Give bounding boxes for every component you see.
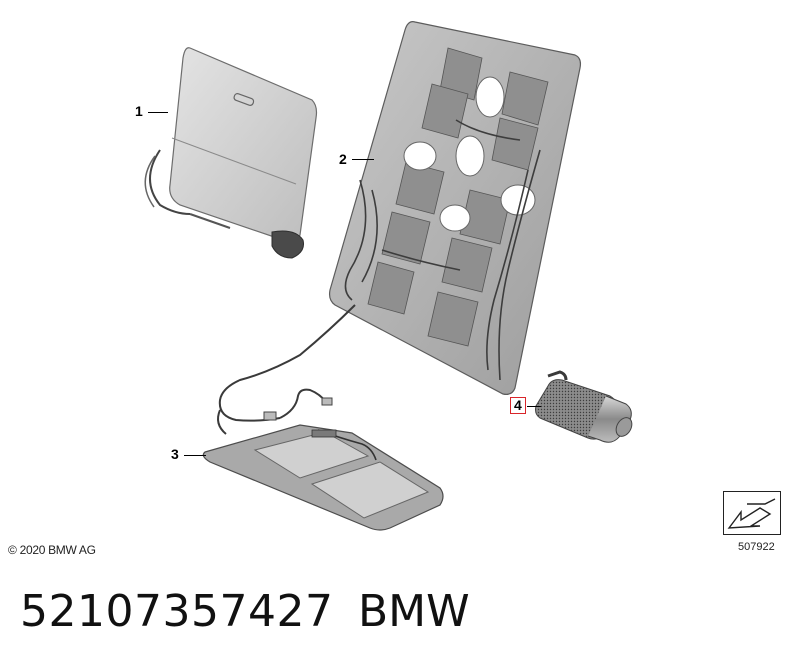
callout-4[interactable]: 4 [514, 397, 522, 413]
copyright-notice: © 2020 BMW AG [8, 543, 96, 557]
callout-1: 1 [135, 103, 143, 119]
wiring-harness [217, 304, 356, 435]
callout-4-leader [527, 406, 541, 407]
callout-1-leader [148, 112, 168, 113]
brand-name: BMW [358, 586, 470, 637]
reference-box [723, 491, 781, 535]
reference-number: 507922 [738, 541, 775, 553]
part-1-backrest-cover [144, 47, 318, 259]
callout-2: 2 [339, 151, 347, 167]
callout-2-leader [352, 159, 374, 160]
part-number: 52107357427 [20, 586, 334, 637]
part-4-cylindrical-module [535, 370, 633, 443]
part-3-seat-heating-mat [202, 424, 444, 531]
part-2-seat-mat-frame [328, 21, 582, 395]
reference-arrow-icon [727, 498, 776, 529]
callout-3-leader [184, 455, 206, 456]
callout-4-highlight-box [510, 397, 526, 414]
callout-3: 3 [171, 446, 179, 462]
